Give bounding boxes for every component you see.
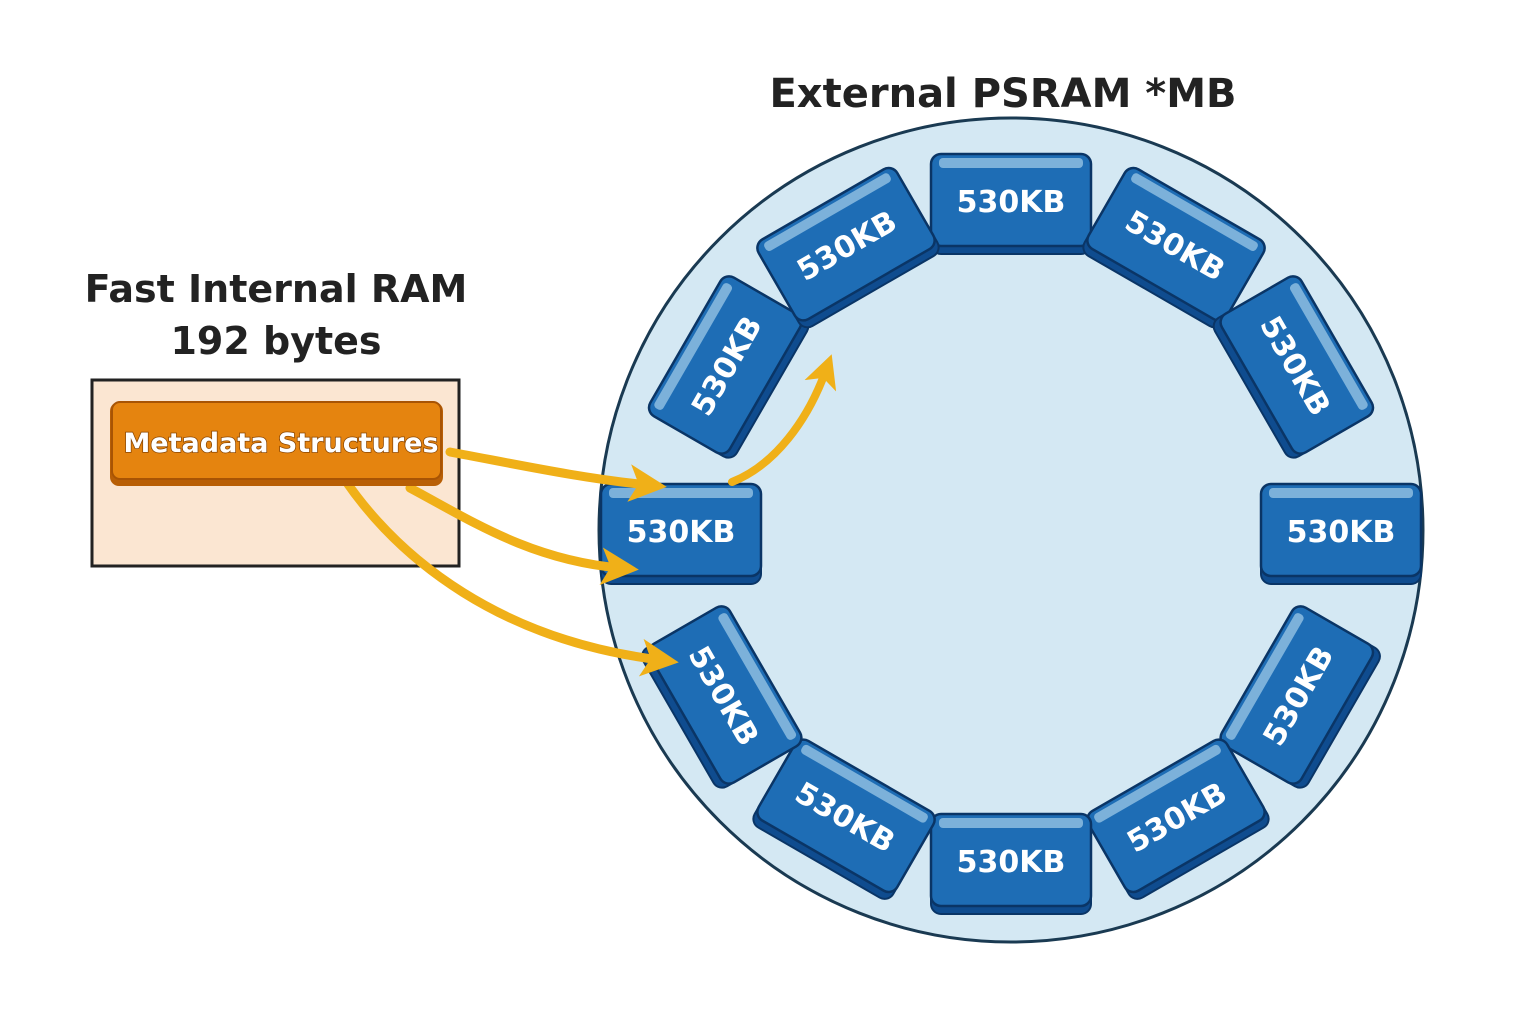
block-highlight: [1094, 744, 1221, 823]
arrow-to-block-left: [405, 483, 639, 586]
block-highlight: [939, 158, 1083, 168]
psram-block: 530KB: [1212, 275, 1375, 459]
block-face: [1086, 166, 1266, 322]
block-face: [1219, 275, 1375, 455]
block-size-label: 530KB: [1287, 515, 1396, 550]
internal-ram-title: Fast Internal RAM: [85, 267, 468, 311]
block-face: [647, 275, 803, 455]
block-face: [756, 738, 936, 894]
block-highlight: [1269, 488, 1413, 498]
block-face: [1086, 738, 1266, 894]
block-highlight: [1225, 613, 1304, 740]
arrow-chain-next-block: [728, 354, 837, 486]
psram-block: 530KB: [929, 812, 1093, 915]
block-highlight: [1289, 283, 1368, 410]
block-face: [647, 605, 803, 785]
metadata-structures: Metadata Structures: [110, 401, 443, 486]
block-size-label: 530KB: [627, 515, 736, 550]
psram-blocks: 530KB530KB530KB530KB530KB530KB530KB530KB…: [599, 152, 1423, 915]
block-face: [756, 166, 936, 322]
internal-ram-size: 192 bytes: [170, 319, 381, 363]
psram-block: 530KB: [1259, 482, 1423, 585]
block-face: [929, 812, 1093, 908]
psram-title: External PSRAM *MB: [769, 71, 1236, 117]
metadata-label: Metadata Structures: [123, 428, 438, 459]
block-highlight: [1131, 173, 1258, 252]
block-face: [1259, 482, 1423, 578]
psram-block: 530KB: [641, 605, 803, 789]
psram-block: 530KB: [599, 482, 763, 585]
psram-block: 530KB: [756, 166, 940, 329]
block-face: [929, 152, 1093, 248]
block-size-label: 530KB: [957, 845, 1066, 880]
block-highlight: [939, 818, 1083, 828]
block-highlight: [718, 613, 797, 740]
psram-block: 530KB: [929, 152, 1093, 255]
block-highlight: [801, 744, 928, 823]
psram-block: 530KB: [647, 275, 810, 459]
block-size-label: 530KB: [957, 185, 1066, 220]
psram-block: 530KB: [752, 738, 936, 900]
arrow-to-block-upper-left: [445, 447, 667, 502]
psram-block: 530KB: [1086, 738, 1270, 900]
block-face: [1219, 605, 1375, 785]
block-highlight: [764, 173, 891, 252]
pointer-arrows: [340, 354, 837, 677]
psram-block: 530KB: [1082, 166, 1266, 329]
arrow-to-block-lower-left: [340, 475, 679, 677]
block-highlight: [609, 488, 753, 498]
psram-block: 530KB: [1219, 605, 1381, 789]
block-face: [599, 482, 763, 578]
block-highlight: [654, 283, 733, 410]
